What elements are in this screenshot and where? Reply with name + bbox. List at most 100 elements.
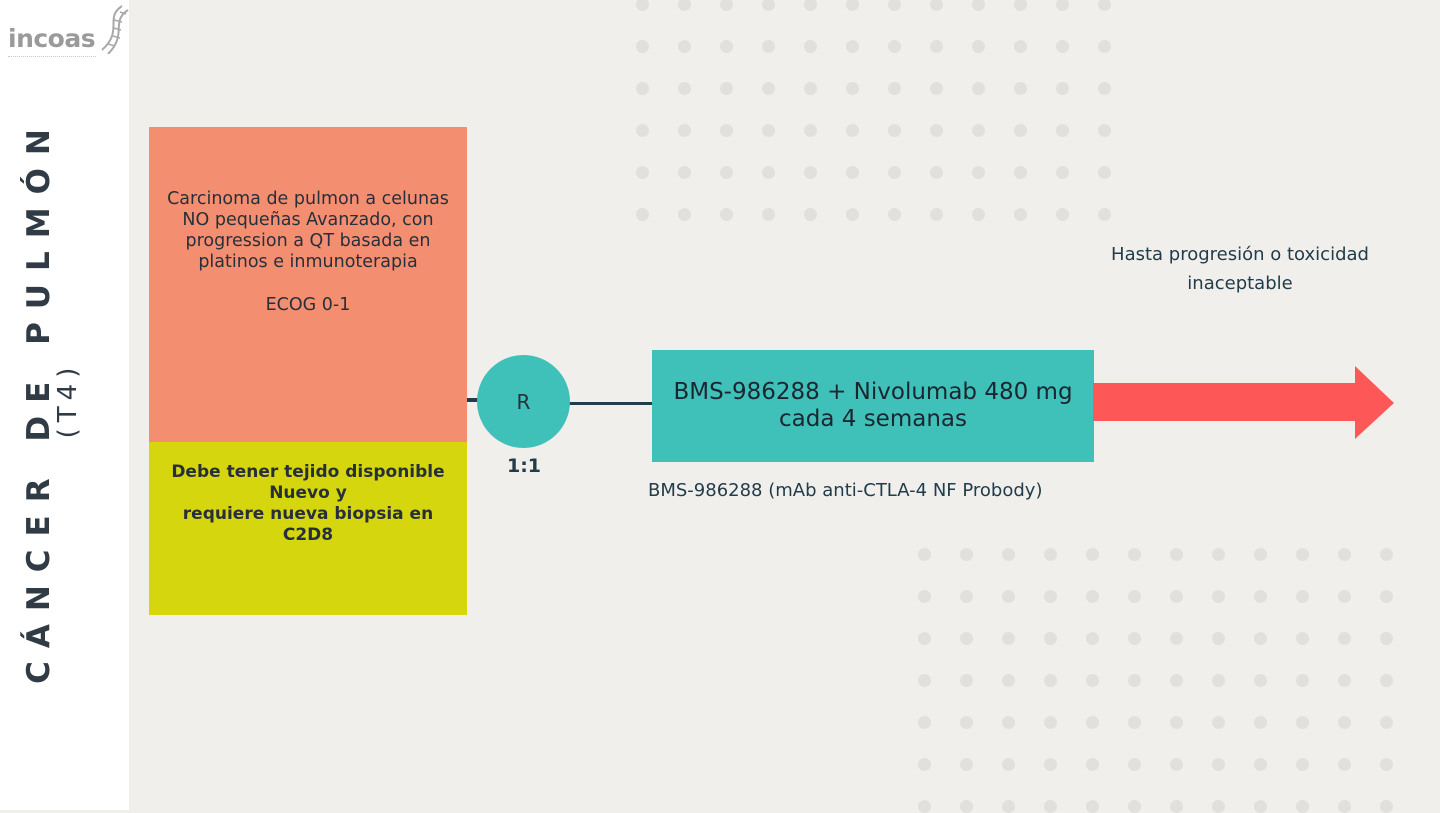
connector-line [567, 402, 653, 405]
decorative-dot [1170, 674, 1183, 687]
decorative-dot [636, 82, 649, 95]
decorative-dot [804, 166, 817, 179]
decorative-dot [1296, 590, 1309, 603]
decorative-dot [1002, 800, 1015, 813]
decorative-dot [636, 166, 649, 179]
sidebar: incoas CÁNCER DE PULMÓN (T4) [0, 0, 129, 810]
decorative-dot [1212, 590, 1225, 603]
decorative-dot [678, 124, 691, 137]
decorative-dot [930, 40, 943, 53]
decorative-dot [804, 40, 817, 53]
treatment-label: BMS-986288 + Nivolumab 480 mg cada 4 sem… [673, 379, 1073, 432]
decorative-dot [1170, 548, 1183, 561]
decorative-dot [1014, 0, 1027, 11]
decorative-dot [1380, 590, 1393, 603]
decorative-dot [918, 548, 931, 561]
decorative-dot [888, 82, 901, 95]
decorative-dot [918, 716, 931, 729]
randomization-ratio: 1:1 [506, 455, 542, 477]
decorative-dot [1014, 40, 1027, 53]
decorative-dot [1002, 632, 1015, 645]
decorative-dot [762, 82, 775, 95]
decorative-dot [720, 208, 733, 221]
decorative-dot [720, 0, 733, 11]
decorative-dot [762, 208, 775, 221]
decorative-dot [1086, 758, 1099, 771]
decorative-dot [846, 166, 859, 179]
right-arrow-icon [1093, 366, 1394, 439]
decorative-dot [1044, 716, 1057, 729]
decorative-dot [636, 0, 649, 11]
decorative-dot [678, 166, 691, 179]
decorative-dot [636, 40, 649, 53]
decorative-dot [1056, 166, 1069, 179]
decorative-dot [1128, 590, 1141, 603]
decorative-dot [1254, 632, 1267, 645]
decorative-dot [972, 166, 985, 179]
randomization-node: R [477, 355, 570, 448]
decorative-dot [1212, 758, 1225, 771]
decorative-dot [1380, 632, 1393, 645]
decorative-dot [1056, 82, 1069, 95]
decorative-dot [1296, 674, 1309, 687]
decorative-dot [1086, 716, 1099, 729]
decorative-dot [636, 208, 649, 221]
decorative-dot [1014, 208, 1027, 221]
decorative-dot [1128, 758, 1141, 771]
decorative-dot [1254, 548, 1267, 561]
decorative-dot [762, 40, 775, 53]
decorative-dot [960, 674, 973, 687]
decorative-dot [804, 82, 817, 95]
decorative-dot [918, 590, 931, 603]
decorative-dot [930, 0, 943, 11]
decorative-dot [930, 208, 943, 221]
decorative-dot [720, 82, 733, 95]
decorative-dot [960, 716, 973, 729]
decorative-dot [678, 0, 691, 11]
decorative-dot [930, 82, 943, 95]
decorative-dot [1086, 590, 1099, 603]
decorative-dot [1296, 716, 1309, 729]
decorative-dot [1014, 82, 1027, 95]
decorative-dot [1098, 208, 1111, 221]
requirement-text: Debe tener tejido disponible Nuevo y req… [171, 462, 445, 545]
decorative-dot [1380, 758, 1393, 771]
incoas-logo: incoas [6, 4, 130, 64]
decorative-dot [1128, 800, 1141, 813]
eligibility-box: Carcinoma de pulmon a celunas NO pequeña… [149, 127, 467, 442]
decorative-dot [930, 124, 943, 137]
decorative-dot [1086, 674, 1099, 687]
decorative-dot [720, 40, 733, 53]
decorative-dot [804, 0, 817, 11]
requirement-box: Debe tener tejido disponible Nuevo y req… [149, 442, 467, 615]
decorative-dot [762, 0, 775, 11]
decorative-dot [1002, 758, 1015, 771]
decorative-dot [678, 40, 691, 53]
decorative-dot [1212, 548, 1225, 561]
decorative-dot [888, 40, 901, 53]
decorative-dot [972, 208, 985, 221]
decorative-dot [636, 124, 649, 137]
decorative-dot [1044, 590, 1057, 603]
decorative-dot [1086, 632, 1099, 645]
decorative-dot [972, 0, 985, 11]
decorative-dot [972, 124, 985, 137]
decorative-dot [1044, 800, 1057, 813]
decorative-dot [846, 124, 859, 137]
decorative-dot [888, 124, 901, 137]
page-title: CÁNCER DE PULMÓN [21, 116, 57, 684]
decorative-dot [1002, 716, 1015, 729]
decorative-dot [930, 166, 943, 179]
decorative-dot [1044, 548, 1057, 561]
decorative-dot [1380, 548, 1393, 561]
decorative-dot [1056, 208, 1069, 221]
decorative-dot [960, 548, 973, 561]
decorative-dot [972, 82, 985, 95]
connector-line [467, 398, 479, 402]
decorative-dot [1380, 800, 1393, 813]
dna-icon [101, 5, 129, 54]
decorative-dot [888, 166, 901, 179]
decorative-dot [1002, 674, 1015, 687]
decorative-dot [678, 82, 691, 95]
decorative-dot [1338, 758, 1351, 771]
